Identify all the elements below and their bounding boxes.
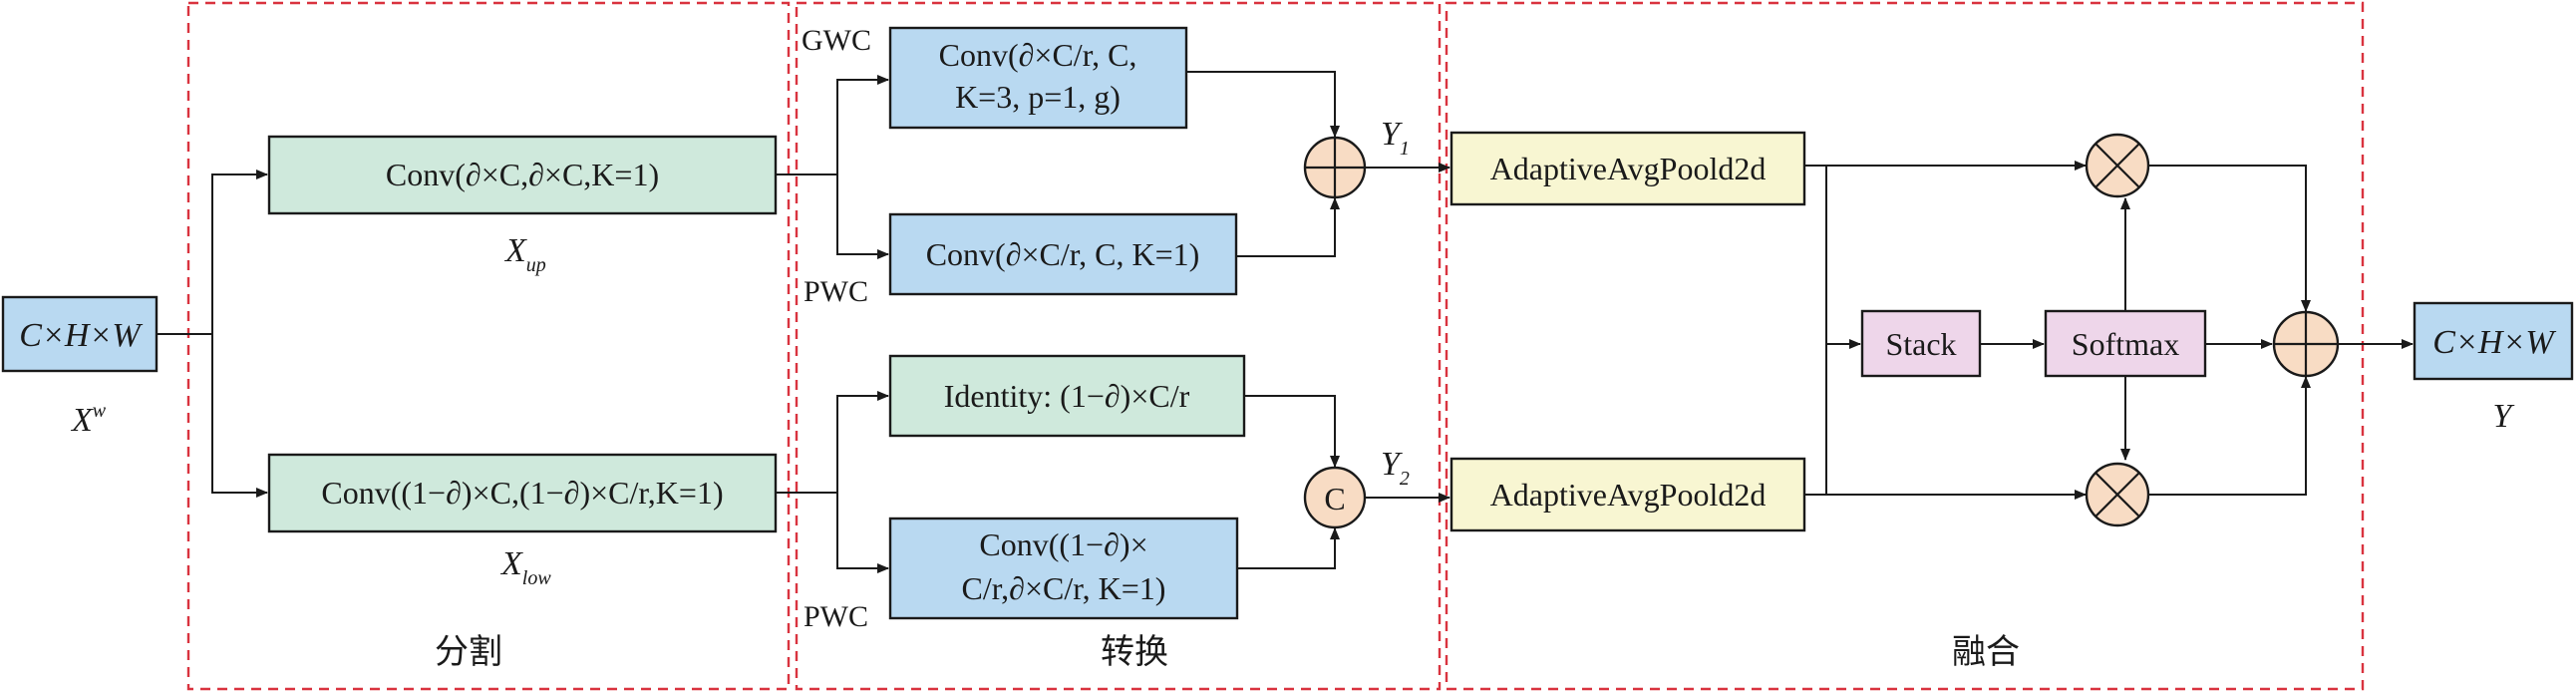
wire-pwc-lower-to-concat bbox=[1237, 527, 1340, 569]
split-section-label: 分割 bbox=[435, 632, 502, 672]
pwc-conv-lower-box bbox=[888, 517, 1239, 620]
gwc-conv-line1: Conv(∂×C/r, C, bbox=[939, 37, 1137, 73]
input-symbol: Xw bbox=[70, 400, 107, 439]
fuse-section-label: 融合 bbox=[1952, 632, 2020, 672]
wire-to-pwc-upper bbox=[836, 174, 889, 259]
stack-label: Stack bbox=[1885, 326, 1956, 362]
transform-region bbox=[795, 1, 1442, 691]
softmax-label: Softmax bbox=[2072, 326, 2179, 362]
gwc-conv-box bbox=[888, 26, 1188, 130]
split-upper-conv-box bbox=[267, 135, 778, 215]
wire-mul-bottom-to-add bbox=[2148, 376, 2311, 496]
y1-symbol: Y1 bbox=[1381, 116, 1410, 160]
multiply-icon bbox=[2094, 472, 2140, 518]
input-label: C×H×W bbox=[19, 317, 143, 354]
add-icon bbox=[1305, 138, 1365, 197]
x-low-symbol: Xlow bbox=[499, 545, 551, 589]
wire-to-pwc-lower bbox=[836, 493, 889, 573]
pool-bottom-box bbox=[1449, 457, 1806, 532]
y2-symbol: Y2 bbox=[1381, 446, 1410, 490]
pwc-conv-upper-box bbox=[888, 212, 1238, 296]
pwc-conv-lower-line1: Conv((1−∂)× bbox=[979, 526, 1147, 562]
wire-mul-top-to-add bbox=[2148, 165, 2311, 312]
gwc-conv-line2: K=3, p=1, g) bbox=[955, 79, 1121, 115]
wire-identity-to-concat bbox=[1244, 395, 1340, 468]
wire-to-identity bbox=[836, 391, 889, 493]
pwc-conv-upper-label: Conv(∂×C/r, C, K=1) bbox=[926, 236, 1200, 272]
pwc-tag-upper: PWC bbox=[804, 275, 868, 308]
wire-gwc-to-add bbox=[1186, 71, 1340, 138]
identity-box bbox=[888, 354, 1246, 438]
pwc-tag-lower: PWC bbox=[804, 600, 868, 633]
stack-box bbox=[1860, 309, 1982, 378]
split-upper-conv-label: Conv(∂×C,∂×C,K=1) bbox=[386, 157, 659, 192]
split-region bbox=[186, 1, 791, 691]
split-lower-conv-label: Conv((1−∂)×C,(1−∂)×C/r,K=1) bbox=[321, 475, 723, 511]
wire-split-lower bbox=[211, 334, 268, 498]
pool-bottom-label: AdaptiveAvgPoold2d bbox=[1490, 477, 1767, 513]
split-lower-conv-box bbox=[267, 453, 778, 533]
transform-section-label: 转换 bbox=[1101, 632, 1168, 672]
add-icon bbox=[2274, 312, 2338, 376]
pool-top-label: AdaptiveAvgPoold2d bbox=[1490, 151, 1767, 186]
output-box bbox=[2413, 301, 2574, 381]
concat-symbol: C bbox=[1324, 481, 1345, 517]
wire-split-upper bbox=[211, 170, 268, 334]
gwc-tag: GWC bbox=[802, 24, 871, 57]
output-label: C×H×W bbox=[2432, 324, 2556, 361]
identity-label: Identity: (1−∂)×C/r bbox=[944, 378, 1190, 414]
wire-to-gwc bbox=[836, 75, 889, 174]
x-up-symbol: Xup bbox=[503, 232, 546, 276]
wire-pwc-to-add bbox=[1236, 197, 1340, 257]
pwc-conv-lower-line2: C/r,∂×C/r, K=1) bbox=[962, 570, 1166, 606]
softmax-box bbox=[2044, 309, 2207, 378]
fuse-region bbox=[1445, 1, 2365, 691]
output-symbol: Y bbox=[2493, 398, 2515, 435]
pool-top-box bbox=[1449, 131, 1806, 206]
multiply-icon bbox=[2094, 143, 2140, 188]
